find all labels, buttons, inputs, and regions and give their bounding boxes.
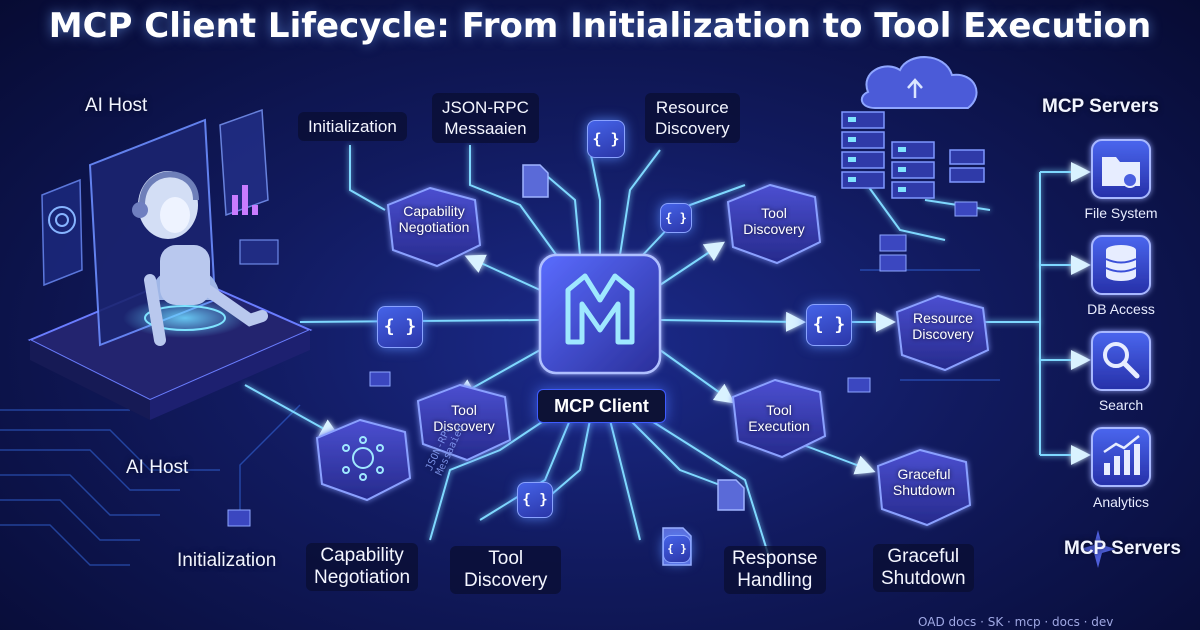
circuit-traces [0, 269, 1000, 566]
label-jsonrpc-top: JSON-RPC Messaaien [432, 93, 539, 143]
database-icon [1105, 245, 1137, 281]
hex-tool-execution: Tool Execution [748, 402, 810, 434]
code-braces-icon: { } [660, 203, 692, 233]
label-resource-discovery-top: Resource Discovery [645, 93, 740, 143]
server-stacks [227, 111, 985, 527]
label-tool-discovery-bottom: Tool Discovery [450, 546, 562, 594]
server-tiles [1091, 139, 1151, 487]
mcp-client-core [538, 253, 662, 375]
code-braces-icon: { } [587, 120, 625, 158]
label-initialization-top: Initialization [298, 112, 407, 141]
code-braces-icon: { } [663, 535, 691, 563]
code-braces-icon: { } [377, 306, 423, 348]
server-label-search: Search [1098, 397, 1144, 413]
ai-host-label-bottom: AI Host [126, 457, 189, 478]
mcp-servers-title-top: MCP Servers [1042, 96, 1159, 117]
mcp-logo-icon [565, 273, 635, 345]
server-label-db-access: DB Access [1087, 301, 1155, 317]
label-response-handling-bottom: Response Handling [724, 546, 826, 594]
code-braces-icon: { } [806, 304, 852, 346]
footer-watermark: OAD docs · SK · mcp · docs · dev [918, 615, 1114, 629]
server-label-analytics: Analytics [1092, 494, 1150, 510]
hex-tool-discovery-left: Tool Discovery [433, 402, 495, 434]
hexagon-nodes [315, 183, 990, 527]
mcp-client-label: MCP Client [537, 389, 666, 423]
hex-resource-discovery: Resource Discovery [912, 310, 974, 342]
folder-gear-icon [1102, 157, 1140, 188]
sparkle-icon [1080, 530, 1116, 568]
server-label-file-system: File System [1084, 205, 1158, 221]
hex-capability-negotiation: Capability Negotiation [398, 203, 470, 235]
label-capability-negotiation-bottom: Capability Negotiation [306, 543, 419, 591]
label-initialization-bottom: Initialization [177, 550, 277, 571]
ai-host-illustration [27, 108, 313, 420]
label-graceful-shutdown-bottom: Graceful Shutdown [873, 544, 974, 592]
hex-graceful-shutdown: Graceful Shutdown [892, 466, 956, 498]
magnifier-icon [1103, 342, 1140, 379]
hex-tool-discovery-top: Tool Discovery [743, 205, 805, 237]
cloud-illustration [860, 56, 978, 109]
bar-chart-icon [1103, 435, 1140, 475]
code-braces-icon: { } [517, 482, 553, 518]
page-title: MCP Client Lifecycle: From Initializatio… [48, 6, 1152, 46]
ai-host-label-top: AI Host [85, 95, 148, 116]
mcp-servers-title-bottom: MCP Servers [1064, 538, 1181, 559]
